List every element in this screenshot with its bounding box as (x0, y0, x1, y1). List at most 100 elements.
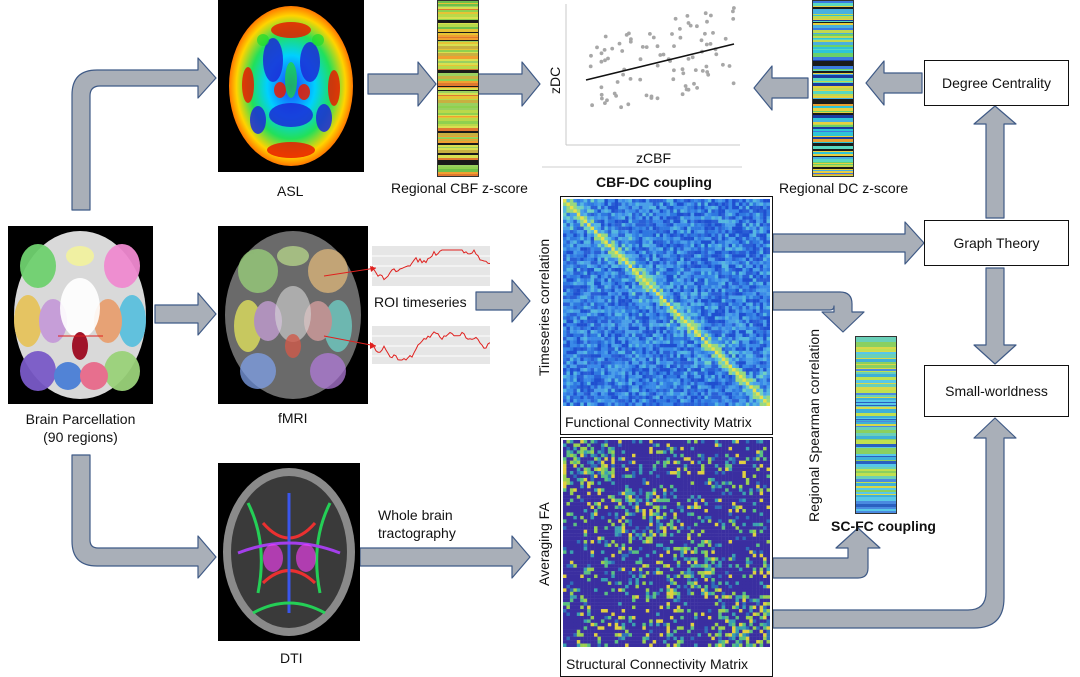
strip-band (813, 99, 853, 101)
strip-band (813, 104, 853, 106)
scatter-point (658, 53, 663, 57)
strip-band (438, 93, 478, 95)
strip-band (856, 418, 896, 419)
scatter-point (602, 48, 607, 52)
averaging-fa-label: Averaging FA (536, 502, 552, 586)
strip-band (813, 175, 853, 176)
strip-band (813, 165, 853, 167)
parcellation-label-line1: Brain Parcellation (25, 411, 136, 427)
arrow-parcellation-to-asl (71, 57, 217, 211)
strip-band (813, 106, 853, 108)
scatter-point (681, 71, 686, 76)
strip-band (438, 41, 478, 42)
strip-band (813, 7, 853, 9)
strip-band (438, 91, 478, 93)
strip-band (813, 173, 853, 174)
strip-band (856, 402, 896, 403)
strip-band (438, 20, 478, 23)
strip-band (856, 488, 896, 490)
strip-band (856, 502, 896, 503)
strip-band (438, 86, 478, 87)
strip-band (813, 66, 853, 69)
strip-band (856, 460, 896, 461)
strip-band (856, 436, 896, 439)
strip-band (856, 342, 896, 344)
strip-band (438, 65, 478, 66)
scatter-point (688, 23, 693, 28)
strip-band (438, 139, 478, 140)
strip-band (813, 21, 853, 22)
strip-band (856, 387, 896, 390)
strip-band (856, 421, 896, 422)
strip-band (856, 359, 896, 362)
strip-band (813, 143, 853, 146)
strip-band (438, 141, 478, 143)
strip-band (813, 50, 853, 53)
arrow-fc-to-scfc (772, 291, 865, 333)
strip-band (438, 79, 478, 81)
strip-band (813, 94, 853, 96)
strip-band (813, 47, 853, 49)
scatter-point (723, 36, 728, 41)
scatter-point (703, 11, 708, 16)
strip-band (813, 6, 853, 7)
strip-band (856, 448, 896, 451)
scatter-point (731, 81, 736, 86)
strip-band (438, 163, 478, 165)
strip-band (438, 95, 478, 96)
strip-band (813, 91, 853, 94)
strip-band (813, 146, 853, 149)
strip-band (813, 23, 853, 25)
strip-band (856, 395, 896, 397)
scatter-point (612, 91, 617, 96)
strip-band (813, 73, 853, 74)
scatter-point (727, 64, 732, 68)
regional-cbf-strip (437, 0, 479, 177)
strip-band (438, 133, 478, 136)
strip-band (438, 103, 478, 105)
strip-band (438, 118, 478, 121)
strip-band (813, 75, 853, 78)
strip-band (856, 493, 896, 494)
degree-centrality-label: Degree Centrality (942, 75, 1051, 91)
strip-band (813, 152, 853, 154)
whole-brain-label: Whole brain tractography (378, 506, 456, 542)
strip-band (813, 16, 853, 19)
strip-band (856, 490, 896, 492)
scatter-point (732, 6, 736, 10)
strip-band (813, 15, 853, 16)
strip-band (438, 150, 478, 153)
strip-band (856, 352, 896, 354)
scatter-point (690, 55, 695, 60)
strip-band (813, 57, 853, 60)
scatter-point (626, 102, 631, 107)
scatter-point (603, 34, 608, 39)
strip-band (438, 100, 478, 103)
strip-band (813, 142, 853, 143)
strip-band (813, 11, 853, 14)
strip-band (813, 49, 853, 50)
strip-band (856, 349, 896, 351)
strip-band (438, 23, 478, 24)
strip-band (438, 122, 478, 124)
degree-centrality-box: Degree Centrality (924, 60, 1069, 106)
strip-band (438, 116, 478, 117)
scatter-y-label: zDC (547, 66, 563, 94)
strip-band (438, 46, 478, 49)
strip-band (813, 45, 853, 47)
strip-band (438, 6, 478, 7)
scatter-point (599, 59, 604, 64)
roi-timeseries-signal-top (372, 246, 490, 286)
whole-brain-line1: Whole brain (378, 507, 453, 523)
parcellation-label: Brain Parcellation (90 regions) (8, 410, 153, 446)
strip-band (813, 81, 853, 82)
scatter-point (628, 77, 633, 81)
strip-band (856, 347, 896, 349)
strip-band (438, 66, 478, 69)
strip-band (813, 122, 853, 124)
strip-band (438, 33, 478, 35)
strip-band (813, 42, 853, 45)
strip-band (438, 108, 478, 110)
strip-band (856, 420, 896, 421)
strip-band (813, 172, 853, 173)
